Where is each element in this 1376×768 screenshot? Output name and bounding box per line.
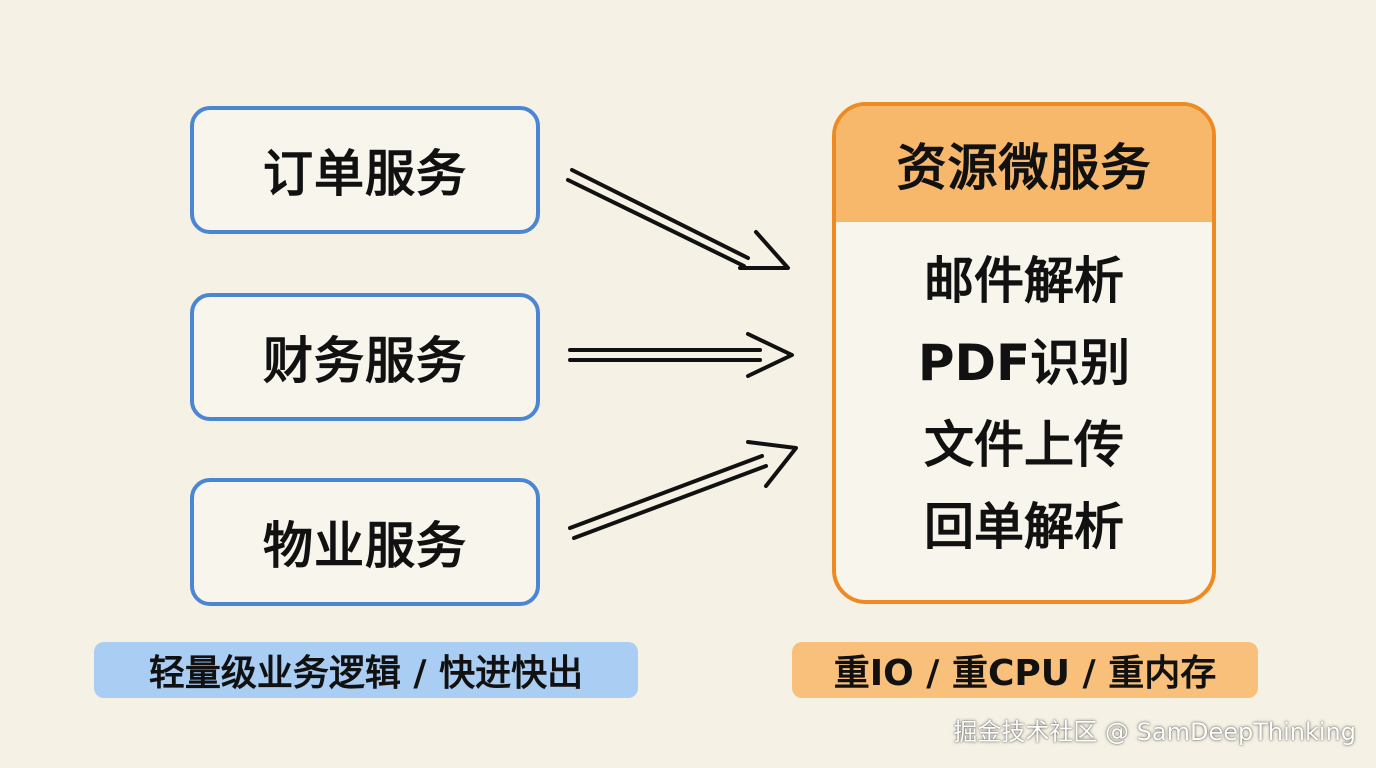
resource-item-pdf-recognition: PDF识别 [917, 334, 1131, 392]
arrow-order-to-resource [566, 168, 790, 270]
resource-service-box: 资源微服务 邮件解析 PDF识别 文件上传 回单解析 [832, 102, 1216, 604]
arrow-property-to-resource [568, 440, 798, 540]
heavy-resource-caption-text: 重IO / 重CPU / 重内存 [833, 653, 1217, 694]
watermark: 掘金技术社区 @ SamDeepThinking [953, 718, 1356, 746]
resource-item-receipt-parsing: 回单解析 [924, 498, 1124, 556]
lightweight-logic-caption-text: 轻量级业务逻辑 / 快进快出 [148, 653, 584, 694]
heavy-resource-caption: 重IO / 重CPU / 重内存 [792, 642, 1258, 698]
order-service-box: 订单服务 [190, 106, 540, 234]
finance-service-label: 财务服务 [263, 332, 467, 390]
finance-service-box: 财务服务 [190, 293, 540, 421]
property-service-box: 物业服务 [190, 478, 540, 606]
resource-service-header: 资源微服务 [836, 106, 1212, 222]
lightweight-logic-caption: 轻量级业务逻辑 / 快进快出 [94, 642, 638, 698]
resource-service-title: 资源微服务 [896, 139, 1152, 197]
resource-item-list: 邮件解析 PDF识别 文件上传 回单解析 [836, 222, 1212, 568]
order-service-label: 订单服务 [263, 145, 467, 203]
arrow-finance-to-resource [568, 332, 794, 378]
resource-item-file-upload: 文件上传 [924, 416, 1124, 474]
property-service-label: 物业服务 [263, 517, 467, 575]
resource-item-email-parsing: 邮件解析 [924, 252, 1124, 310]
